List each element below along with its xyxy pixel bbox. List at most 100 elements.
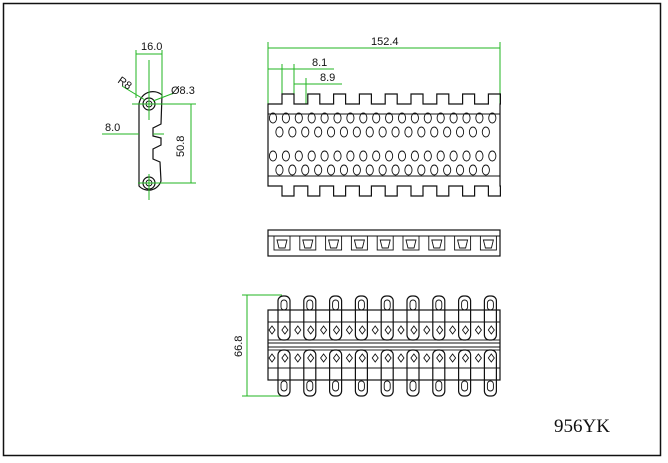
upper-link-slot — [357, 299, 365, 311]
top-hole — [475, 112, 484, 124]
diamond-hole — [449, 325, 457, 335]
front-tooth — [402, 235, 420, 251]
diamond-hole — [281, 325, 289, 335]
top-hole — [443, 164, 452, 176]
top-hole — [333, 112, 342, 124]
top-hole — [352, 126, 361, 138]
top-hole — [378, 164, 387, 176]
top-hole — [404, 126, 413, 138]
front-tooth-slot — [302, 239, 314, 249]
top-hole — [307, 112, 316, 124]
top-hole — [372, 112, 381, 124]
lower-link-slot — [332, 380, 340, 392]
lower-link-tab — [380, 349, 394, 397]
top-hole — [326, 126, 336, 138]
diamond-hole — [423, 353, 431, 363]
dim-height: 50.8 — [175, 136, 187, 157]
top-hole — [430, 126, 439, 138]
side-view: 16.0 R8 Ø8.3 8.0 50.8 — [102, 41, 196, 200]
top-hole — [314, 164, 323, 176]
dim-a: 8.1 — [312, 57, 327, 69]
lower-link-tab — [483, 349, 497, 397]
upper-link-tab — [329, 295, 343, 341]
top-hole — [346, 112, 355, 124]
dim-offset: 8.0 — [105, 122, 120, 134]
top-hole-grid — [268, 112, 497, 176]
front-tooth — [454, 235, 472, 251]
top-hole — [339, 126, 349, 138]
diamond-hole — [436, 353, 444, 363]
dim-radius: R8 — [115, 75, 133, 93]
top-hole — [385, 112, 394, 124]
top-hole — [391, 164, 400, 176]
front-tooth — [479, 235, 497, 251]
top-hole — [346, 150, 355, 162]
top-hole — [436, 112, 445, 124]
leader-r8 — [121, 85, 146, 101]
top-hole — [288, 164, 297, 176]
top-hole — [417, 164, 426, 176]
upper-link-slot — [383, 299, 391, 311]
front-tooth-slot — [379, 239, 391, 249]
top-hole — [365, 126, 374, 138]
lower-link-tab — [432, 349, 446, 397]
top-hole — [281, 150, 290, 162]
lower-link-tab — [354, 349, 368, 397]
upper-link-tab — [380, 295, 394, 341]
top-hole — [449, 112, 458, 124]
diamond-hole — [320, 325, 328, 335]
top-hole — [455, 126, 465, 138]
lower-link-tab — [406, 349, 420, 397]
front-tooth-slot — [276, 239, 288, 249]
diamond-hole — [332, 353, 341, 363]
front-tooth — [428, 235, 446, 251]
upper-link-slot — [332, 299, 340, 311]
top-hole — [359, 150, 368, 162]
front-tooth-slot — [353, 239, 365, 249]
top-hole — [301, 126, 310, 138]
upper-link-slot — [435, 299, 443, 311]
upper-link-tab — [458, 295, 472, 341]
diamond-hole — [345, 353, 353, 363]
diamond-hole — [487, 325, 495, 335]
upper-link-tab — [406, 295, 420, 341]
top-hole — [397, 150, 407, 162]
diamond-hole — [332, 325, 341, 335]
front-tooth-slot — [482, 239, 494, 249]
diamond-hole — [384, 353, 392, 363]
top-hole — [352, 164, 361, 176]
top-hole — [404, 164, 413, 176]
diamond-hole — [474, 325, 482, 335]
front-tooth — [376, 235, 394, 251]
top-hole — [423, 150, 432, 162]
dim-overall-width: 152.4 — [371, 36, 399, 48]
diamond-hole — [461, 353, 470, 363]
diamond-hole — [307, 353, 315, 363]
top-view: 152.4 8.1 8.9 — [267, 36, 501, 197]
diamond-hole — [294, 353, 302, 363]
diamond-hole — [358, 353, 366, 363]
diamond-hole — [307, 325, 315, 335]
lower-link-slot — [306, 380, 314, 392]
top-hole — [301, 164, 310, 176]
top-hole — [281, 112, 290, 124]
diamond-hole — [371, 325, 379, 335]
front-module-outline — [267, 229, 501, 257]
model-label: 956YK — [554, 416, 610, 437]
top-hole — [488, 112, 497, 124]
diamond-hole — [474, 353, 482, 363]
upper-link-slot — [306, 299, 314, 311]
top-hole — [430, 164, 439, 176]
front-tooth — [273, 235, 291, 251]
lower-link-tab — [458, 349, 472, 397]
upper-link-slot — [409, 299, 417, 311]
top-hole — [314, 126, 323, 138]
lower-link-slot — [280, 380, 288, 392]
dim-bottom-height: 66.8 — [233, 336, 245, 357]
top-hole — [436, 150, 445, 162]
link-profile-outline — [138, 91, 163, 191]
diamond-hole — [281, 353, 289, 363]
upper-link-tab — [432, 295, 446, 341]
top-hole — [326, 164, 336, 176]
